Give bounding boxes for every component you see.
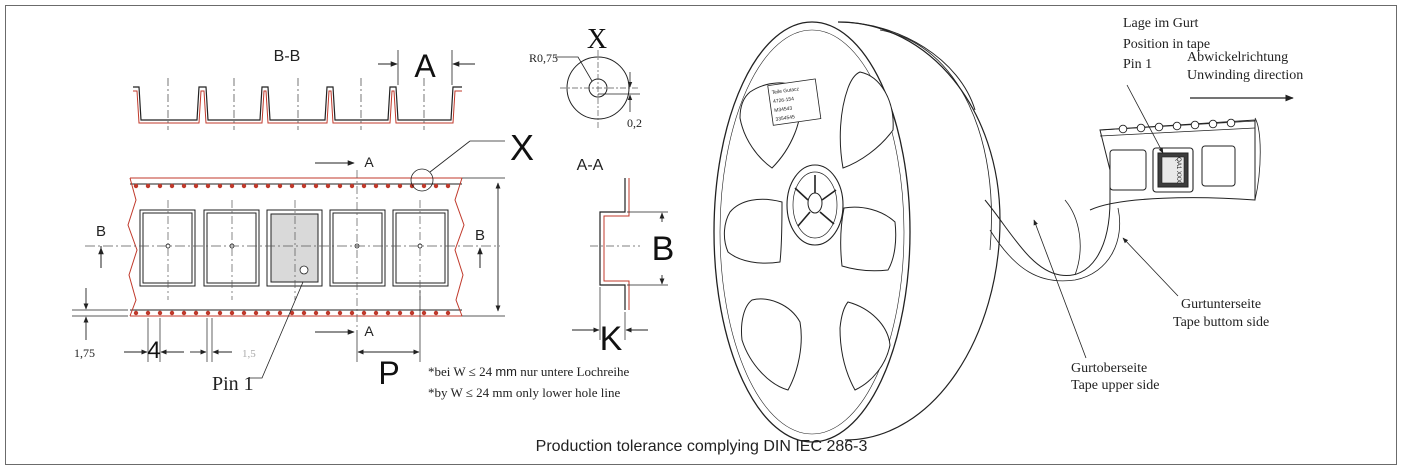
section-aa-title: A-A [577, 157, 604, 174]
reel-label-text: Teile Gutacz 4726-154 M34543 3354545 [771, 86, 800, 123]
reel-label-line-1: Teile Gutacz [771, 86, 800, 96]
pin1-label: Pin 1 [212, 373, 254, 395]
sprocket-holes-top [133, 183, 451, 189]
section-b-left-marker: B [96, 223, 106, 240]
note-german-suffix: nur untere Lochreihe [520, 364, 629, 379]
chip-marking: QA1 XXX [1175, 157, 1181, 183]
dim-k-label: K [600, 320, 623, 358]
reel-illustration [713, 21, 1294, 443]
bottom-side-label-de: Gurtunterseite [1181, 297, 1261, 312]
note-german-prefix: *bei W ≤ 24 [428, 364, 493, 379]
reel-label-line-4: 3354545 [775, 114, 795, 123]
reel-label-line-3: M34543 [774, 105, 793, 113]
sprocket-holes-bottom [133, 310, 451, 316]
dim-1-5-label: 1,5 [242, 348, 256, 360]
tape-strip [984, 119, 1256, 277]
section-bb-title: B-B [274, 48, 301, 65]
dim-radius-label: R0,75 [529, 51, 558, 65]
section-a-top-marker: A [364, 154, 374, 170]
unwind-label-de: Abwickelrichtung [1187, 50, 1288, 65]
unwind-label-en: Unwinding direction [1187, 68, 1303, 83]
reel-label-sticker [767, 78, 822, 126]
component-chip [270, 213, 319, 283]
dim-zero-two-label: 0,2 [627, 116, 642, 130]
dim-b-label: B [652, 230, 675, 268]
section-a-bottom-marker: A [364, 323, 374, 339]
pin1-dot [299, 265, 309, 275]
dim-4-label: 4 [147, 337, 160, 364]
tolerance-footer: Production tolerance complying DIN IEC 2… [535, 438, 868, 455]
detail-x-title: X [587, 24, 607, 55]
reel-label-line-2: 4726-154 [773, 96, 795, 105]
position-label-pin: Pin 1 [1123, 57, 1152, 72]
tape-top-view [72, 140, 505, 379]
bottom-side-label-en: Tape buttom side [1173, 315, 1269, 330]
bb-tape-profile [133, 86, 462, 121]
position-label-en: Position in tape [1123, 37, 1210, 52]
upper-side-label-de: Gurtoberseite [1071, 361, 1147, 376]
section-aa-view [572, 178, 668, 340]
upper-side-label-en: Tape upper side [1071, 378, 1159, 393]
section-bb-view [133, 50, 475, 130]
note-german-unit: mm [495, 364, 517, 379]
note-english: *by W ≤ 24 mm only lower hole line [428, 385, 620, 400]
note-german: *bei W ≤ 24 mm nur untere Lochreihe [428, 364, 629, 379]
dim-1-75-label: 1,75 [74, 346, 95, 360]
drawing-frame [5, 5, 1397, 465]
dim-p-label: P [378, 355, 399, 391]
dim-a-label: A [414, 48, 436, 84]
detail-x-callout: X [510, 127, 534, 168]
position-label-de: Lage im Gurt [1123, 16, 1199, 31]
section-b-right-marker: B [475, 227, 485, 244]
detail-x-view [555, 50, 640, 128]
